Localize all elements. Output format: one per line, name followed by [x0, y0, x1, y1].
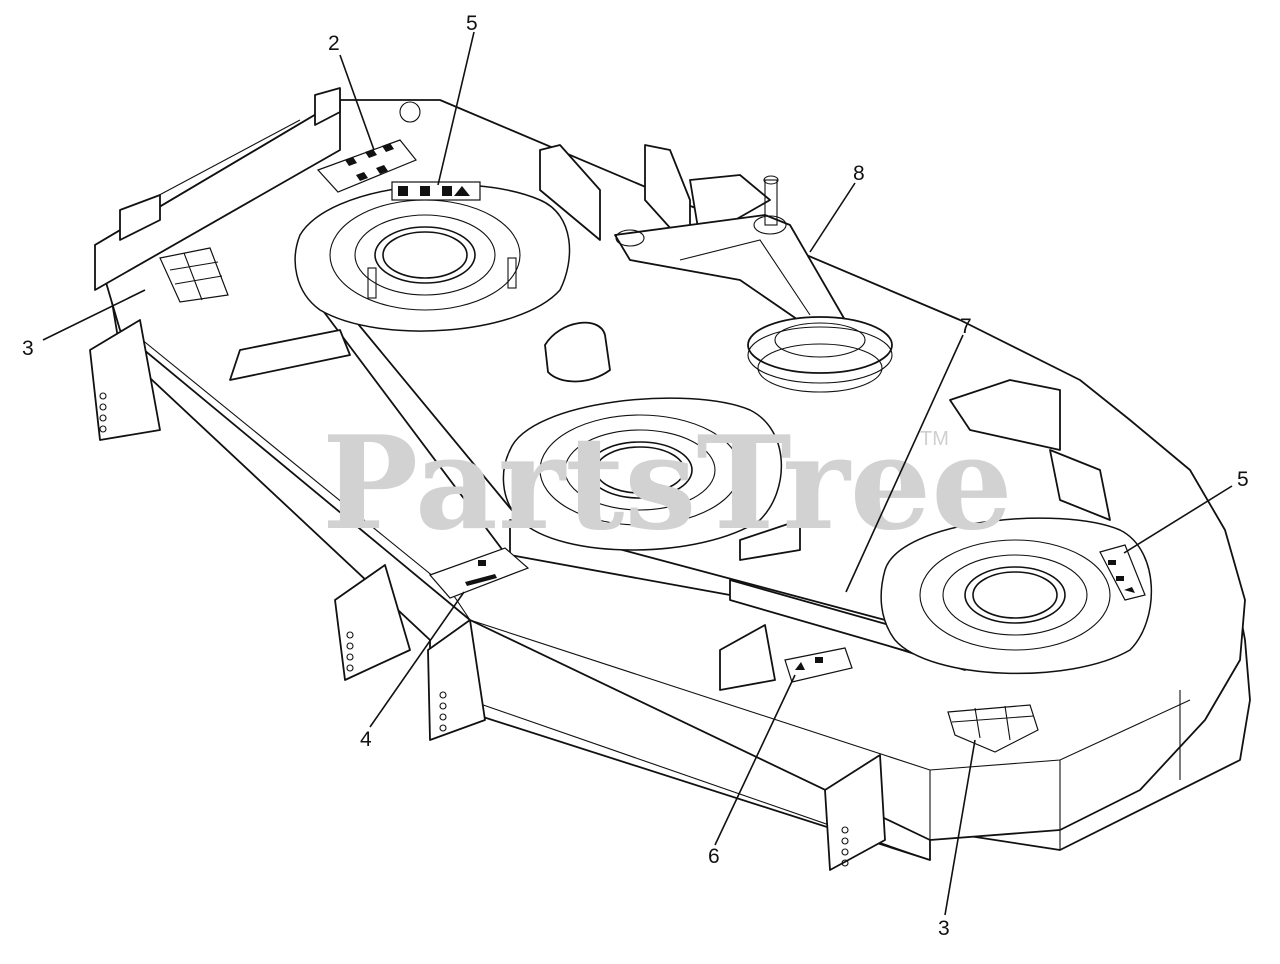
spindle-left — [294, 183, 571, 332]
idler-arm-assembly — [539, 144, 893, 393]
decal-4 — [428, 547, 530, 599]
callout-2: 2 — [328, 32, 340, 55]
callout-4: 4 — [360, 728, 372, 751]
mount-brackets — [89, 319, 886, 871]
spindle-center — [502, 397, 783, 551]
decal-2 — [316, 139, 417, 193]
callout-6: 6 — [708, 845, 720, 868]
callout-3-bottom: 3 — [938, 917, 950, 940]
callout-7: 7 — [960, 315, 972, 338]
callout-5-top: 5 — [466, 12, 478, 35]
callout-8: 8 — [853, 162, 865, 185]
callouts: 2 5 8 3 7 5 4 6 3 — [22, 12, 1249, 940]
decal-3-left — [159, 247, 229, 303]
decal-5-right — [1099, 544, 1146, 601]
callout-3-left: 3 — [22, 337, 34, 360]
decal-3-right — [947, 704, 1039, 753]
watermark-trademark: TM — [920, 428, 949, 450]
decal-5-left — [391, 181, 481, 201]
deck-baffles — [229, 279, 1111, 671]
leader-lines — [42, 31, 1233, 916]
watermark-text: PartsTree — [322, 409, 1013, 559]
callout-5-right: 5 — [1237, 468, 1249, 491]
partstree-watermark: PartsTree TM — [322, 409, 1013, 559]
spindle-right — [880, 517, 1153, 675]
decal-6 — [784, 647, 853, 683]
